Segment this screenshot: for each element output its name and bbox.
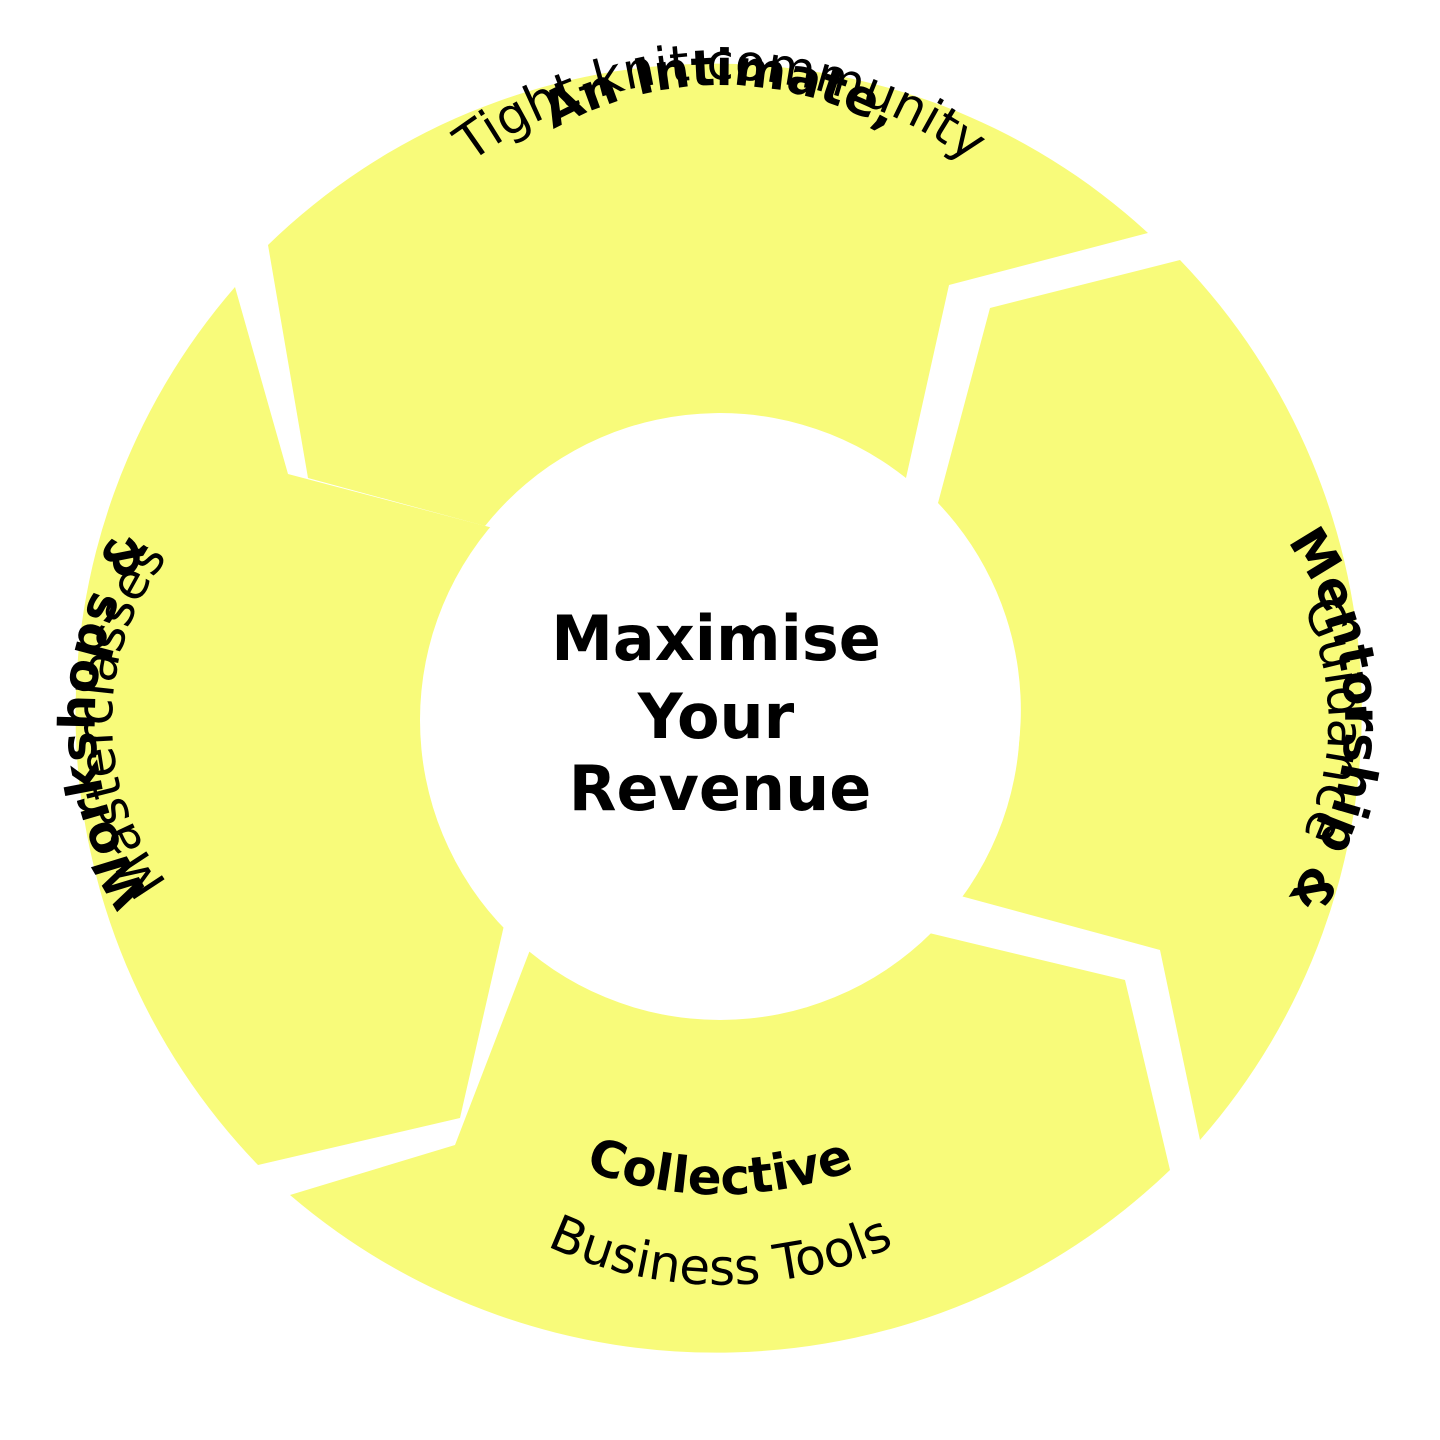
center-title-line3: Revenue (569, 752, 872, 825)
segment-workshops (75, 287, 505, 1165)
segment-mentorship (938, 260, 1362, 1140)
center-title-line2: Your (637, 680, 795, 753)
center-title-line1: Maximise (551, 602, 881, 675)
center-circle (420, 420, 1020, 1020)
segment-business-tools (290, 932, 1170, 1353)
segment-community (268, 63, 1148, 526)
